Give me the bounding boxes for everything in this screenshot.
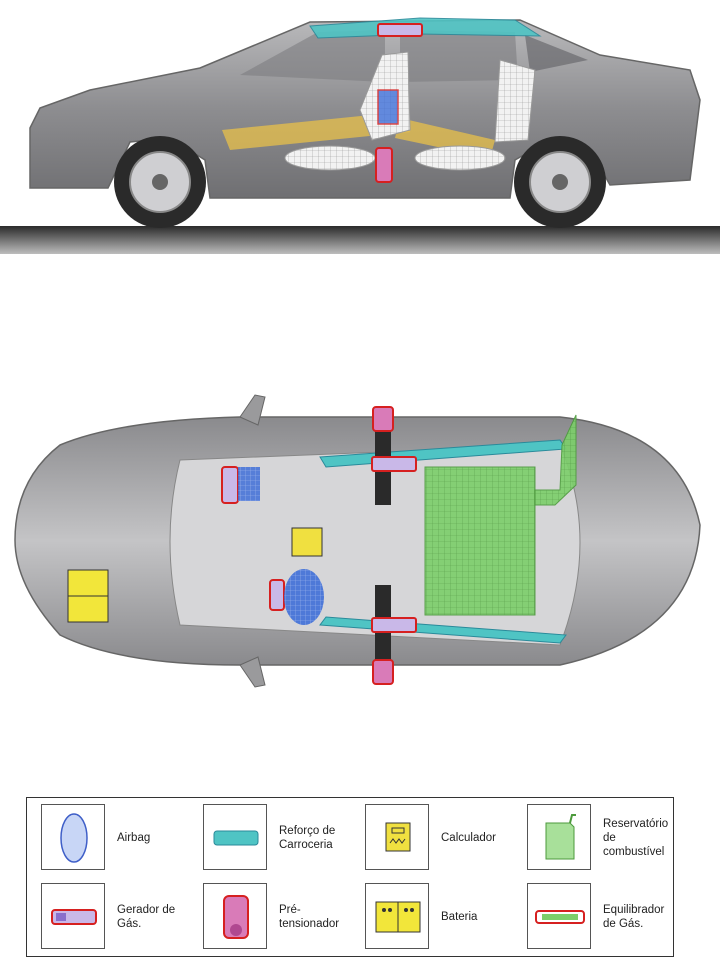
fuel-tank-icon [527,804,591,870]
gas-generator-icon [41,883,105,949]
legend-item-pretensionador: Pré-tensionador [189,877,351,956]
legend-label-airbag: Airbag [117,798,195,877]
legend-item-airbag: Airbag [27,798,189,877]
legend-label-equilibrador: Equilibrador de Gás. [603,877,681,956]
passenger-gas-generator [270,580,284,610]
driver-airbag [238,467,260,501]
legend-item-reservatorio: Reservatório de combustível [513,798,675,877]
roof-gas-generator [378,24,422,36]
passenger-airbag [284,569,324,625]
ground [0,226,720,254]
right-pretensioner [373,660,393,684]
calculator-icon [365,804,429,870]
rear-seat-cushion [415,146,505,170]
fuel-tank [425,467,535,615]
legend-item-gerador: Gerador de Gás. [27,877,189,956]
car-side-view [0,0,720,265]
calculator-unit [292,528,322,556]
legend-item-bateria: Bateria [351,877,513,956]
car-side-illustration [0,0,720,265]
legend-label-reservatorio: Reservatório de combustível [603,798,681,877]
front-seat-cushion [285,146,375,170]
car-top-illustration [0,385,720,700]
car-top-view [0,385,720,700]
gas-balancer-icon [527,883,591,949]
pretensioner [376,148,392,182]
legend-label-bateria: Bateria [441,877,519,956]
right-gas-generator [372,618,416,632]
legend-label-reforco: Reforço de Carroceria [279,798,357,877]
rear-wheel [514,136,606,228]
body-reinforcement-icon [203,804,267,870]
legend-label-calculador: Calculador [441,798,519,877]
side-airbag [378,90,398,124]
legend-item-reforco: Reforço de Carroceria [189,798,351,877]
legend: Airbag Reforço de Carroceria Calculador … [26,797,674,957]
legend-item-equilibrador: Equilibrador de Gás. [513,877,675,956]
legend-item-calculador: Calculador [351,798,513,877]
legend-label-pretensionador: Pré-tensionador [279,877,357,956]
pretensioner-icon [203,883,267,949]
legend-label-gerador: Gerador de Gás. [117,877,195,956]
airbag-icon [41,804,105,870]
rear-seat [495,60,535,142]
battery-icon [365,883,429,949]
left-gas-generator [372,457,416,471]
left-pretensioner [373,407,393,431]
driver-gas-generator [222,467,238,503]
front-wheel [114,136,206,228]
